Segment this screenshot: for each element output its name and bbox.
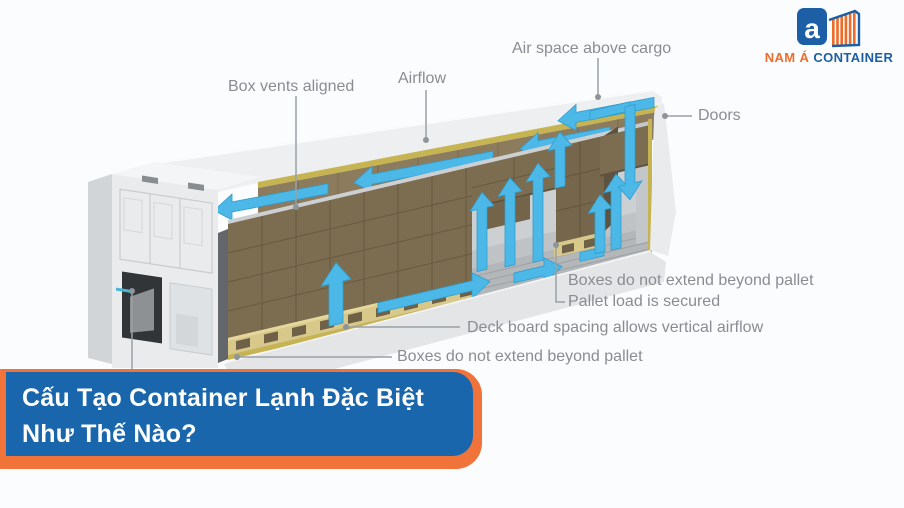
container-roof [156, 90, 662, 192]
label-box-vents: Box vents aligned [228, 78, 355, 95]
airflow-arrow-up [469, 191, 495, 273]
logo-container-stripes [832, 12, 856, 46]
label-air-space: Air space above cargo [512, 40, 672, 57]
label-pallet-secured: Pallet load is secured [568, 293, 721, 310]
airflow-arrow-up [497, 177, 523, 268]
logo-letter: a [804, 13, 820, 44]
leader-lines [131, 58, 692, 369]
airflow-arrow-up [587, 194, 613, 255]
logo-text-first: NAM Á [764, 50, 810, 65]
airflow-arrow-left [213, 183, 329, 221]
cutaway-edge [218, 229, 228, 363]
roof-insulation-strip [258, 105, 658, 188]
interior-airflow-arrows [320, 101, 643, 327]
page-title: Cấu Tạo Container Lạnh Đặc Biệt Như Thế … [6, 372, 473, 456]
logo-text-second: CONTAINER [813, 50, 894, 65]
airflow-arrow-up-top [547, 131, 573, 189]
label-doors: Doors [698, 107, 741, 124]
label-boxes-not-extend-bottom: Boxes do not extend beyond pallet [397, 348, 643, 365]
logo-mark: a [797, 8, 861, 48]
hinge-tab [142, 175, 158, 184]
container-doors [650, 103, 676, 256]
label-deck-board-spacing: Deck board spacing allows vertical airfl… [467, 319, 764, 336]
airflow-arrow-right [377, 272, 491, 314]
title-line-2: Như Thế Nào? [22, 420, 197, 448]
brand-logo: a NAM Á CONTAINER [763, 5, 895, 65]
logo-text: NAM Á CONTAINER [763, 50, 895, 65]
airflow-arrow-up [603, 173, 629, 251]
airflow-arrow-up-front [320, 262, 352, 327]
fan-blade [130, 288, 154, 333]
airflow-arrow-up [525, 162, 551, 263]
label-airflow: Airflow [398, 70, 447, 87]
cargo-stack-door-end [600, 125, 648, 177]
label-boxes-not-extend: Boxes do not extend beyond pallet [568, 272, 814, 289]
hinge-tab [188, 182, 204, 191]
logo-container-outline [828, 9, 861, 48]
leader-dots [129, 94, 668, 360]
title-line-1: Cấu Tạo Container Lạnh Đặc Biệt [22, 384, 425, 412]
airflow-arrow-down-door [617, 104, 643, 201]
